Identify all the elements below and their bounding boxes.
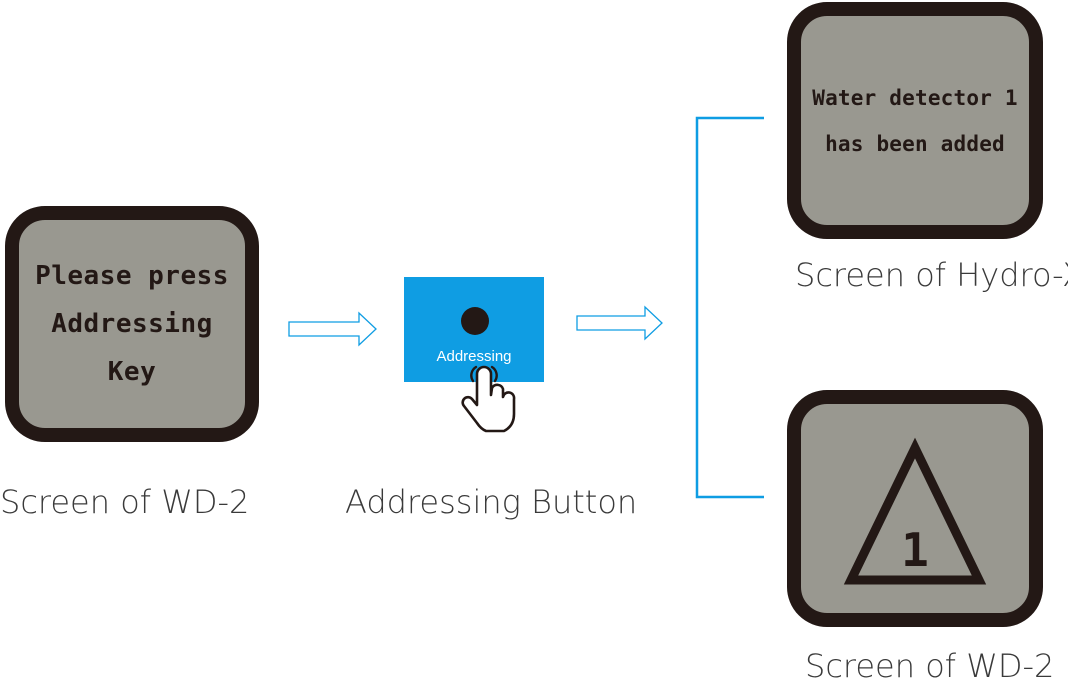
- lcd-line: Please press: [35, 261, 229, 291]
- lcd-line: Addressing: [51, 309, 213, 339]
- addressing-button[interactable]: Addressing: [404, 277, 544, 382]
- warning-triangle-icon: 1: [843, 437, 987, 585]
- wd2-right-caption: Screen of WD-2: [805, 647, 1055, 685]
- addressing-button-caption: Addressing Button: [345, 483, 638, 521]
- wd2-screen-left: Please press Addressing Key: [5, 206, 259, 442]
- wd2-screen-right: 1: [787, 390, 1043, 627]
- addressing-button-label: Addressing: [436, 348, 512, 365]
- wd2-left-caption: Screen of WD-2: [0, 483, 250, 521]
- hydro-x-caption: Screen of Hydro-X: [795, 256, 1068, 294]
- lcd-line: Key: [107, 357, 157, 387]
- lcd-line: Water detector 1: [812, 85, 1018, 110]
- hydro-x-screen: Water detector 1 has been added: [787, 2, 1043, 239]
- button-indicator-dot: [461, 307, 489, 335]
- warning-number: 1: [901, 523, 929, 577]
- lcd-line: has been added: [825, 131, 1005, 156]
